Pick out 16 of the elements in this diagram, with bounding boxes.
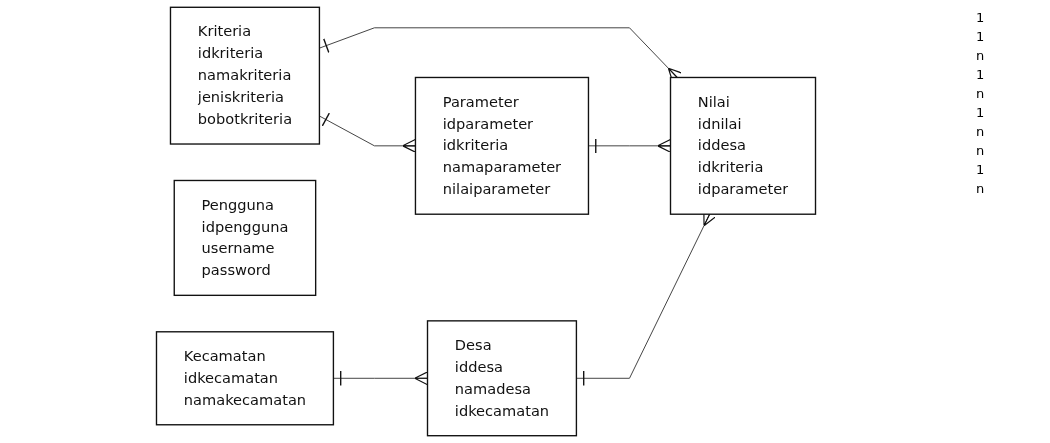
node-box: Pengguna idpengguna username password bbox=[173, 179, 317, 296]
node-box: Desa iddesa namadesa idkecamatan bbox=[426, 320, 578, 437]
node-box: Parameter idparameter idkriteria namaparameter nilaiparameter bbox=[414, 76, 590, 215]
node-box: Kriteria idkriteria namakriteria jeniskriteria bobotkriteria bbox=[169, 6, 321, 145]
cardinality-label: n bbox=[976, 86, 986, 101]
cardinality-label: n bbox=[976, 124, 986, 139]
cardinality-label: 1 bbox=[976, 67, 986, 82]
cardinality-label: n bbox=[976, 143, 986, 158]
cardinality-label: 1 bbox=[976, 29, 986, 44]
cardinality-label: 1 bbox=[976, 10, 986, 25]
cardinality-label: 1 bbox=[976, 162, 986, 177]
cardinality-label: n bbox=[976, 48, 986, 63]
node-box: Nilai idnilai iddesa idkriteria idparameter bbox=[669, 76, 817, 215]
node-box: Kecamatan idkecamatan namakecamatan bbox=[155, 331, 335, 426]
cardinality-label: 1 bbox=[976, 105, 986, 120]
cardinality-label: n bbox=[976, 181, 986, 196]
